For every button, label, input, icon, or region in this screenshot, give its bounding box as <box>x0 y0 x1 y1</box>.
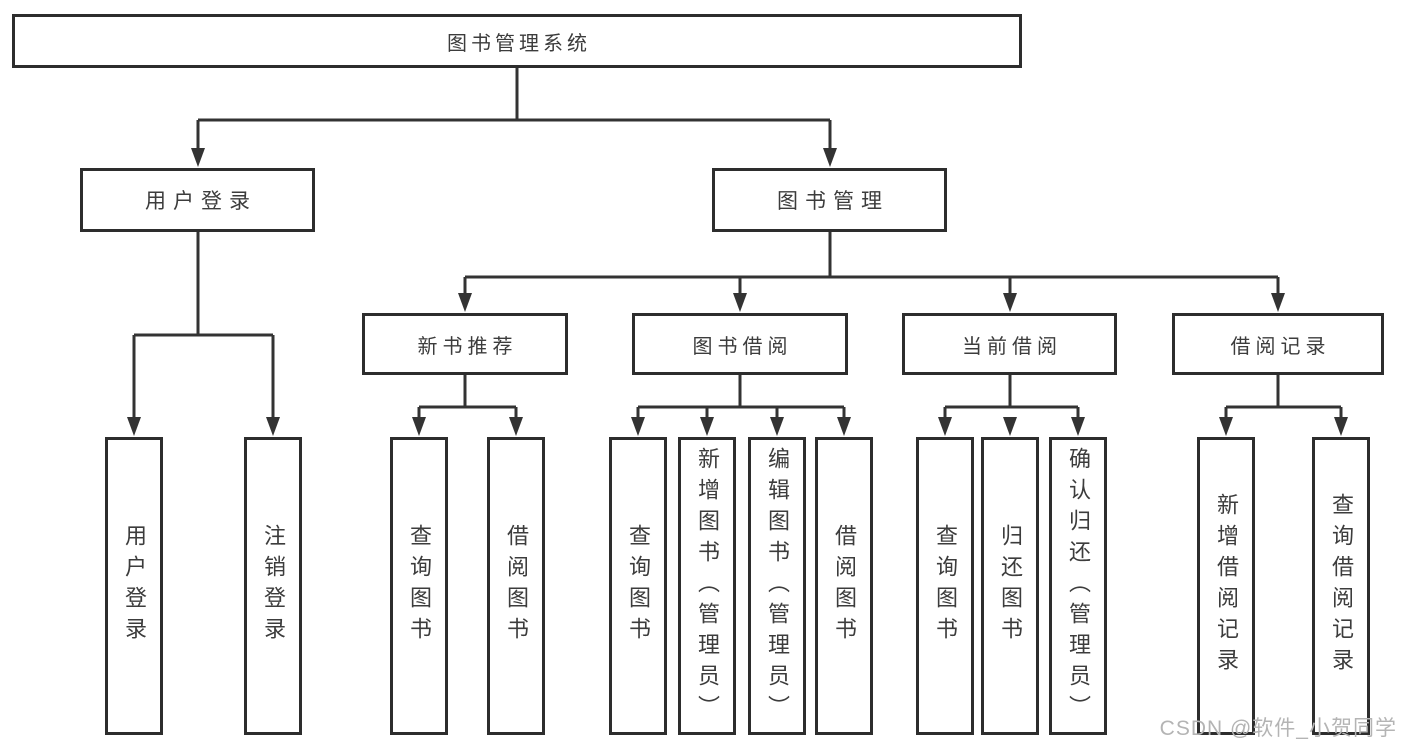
node-library-system-label: 图书管理系统 <box>447 32 591 55</box>
node-borrow-records: 借阅记录 <box>1172 313 1384 375</box>
leaf-user-login-label: 用户登录 <box>122 524 147 648</box>
node-current-borrowing-label: 当前借阅 <box>962 335 1062 358</box>
leaf-user-login: 用户登录 <box>105 437 163 735</box>
leaf-bb-edit-book-admin: 编辑图书（管理员） <box>748 437 806 735</box>
node-new-book-recommend-label: 新书推荐 <box>417 335 518 358</box>
leaf-bb-borrow-books-label: 借阅图书 <box>832 524 857 648</box>
leaf-nb-borrow-books: 借阅图书 <box>487 437 545 735</box>
node-book-borrowing-label: 图书借阅 <box>692 335 793 358</box>
leaf-cb-query-books: 查询图书 <box>916 437 974 735</box>
node-user-login: 用户登录 <box>80 168 315 232</box>
leaf-bb-query-books: 查询图书 <box>609 437 667 735</box>
leaf-nb-query-books-label: 查询图书 <box>407 524 432 648</box>
leaf-br-add-borrow-record-label: 新增借阅记录 <box>1214 493 1239 679</box>
leaf-bb-add-book-admin-label: 新增图书（管理员） <box>695 446 720 726</box>
node-book-management-label: 图书管理 <box>777 190 889 213</box>
leaf-logout-login-label: 注销登录 <box>261 524 286 648</box>
watermark: CSDN @软件_小贺同学 <box>1159 717 1397 740</box>
leaf-bb-add-book-admin: 新增图书（管理员） <box>678 437 736 735</box>
leaf-br-query-borrow-record-label: 查询借阅记录 <box>1329 493 1354 679</box>
leaf-cb-query-books-label: 查询图书 <box>933 524 958 648</box>
leaf-bb-edit-book-admin-label: 编辑图书（管理员） <box>765 446 790 726</box>
node-borrow-records-label: 借阅记录 <box>1230 335 1331 358</box>
leaf-cb-return-books-label: 归还图书 <box>998 524 1023 648</box>
leaf-cb-return-books: 归还图书 <box>981 437 1039 735</box>
leaf-br-query-borrow-record: 查询借阅记录 <box>1312 437 1370 735</box>
leaf-bb-borrow-books: 借阅图书 <box>815 437 873 735</box>
leaf-nb-borrow-books-label: 借阅图书 <box>504 524 529 648</box>
node-new-book-recommend: 新书推荐 <box>362 313 568 375</box>
leaf-nb-query-books: 查询图书 <box>390 437 448 735</box>
node-library-system: 图书管理系统 <box>12 14 1022 68</box>
node-book-management: 图书管理 <box>712 168 947 232</box>
leaf-cb-confirm-return-admin: 确认归还（管理员） <box>1049 437 1107 735</box>
node-current-borrowing: 当前借阅 <box>902 313 1117 375</box>
leaf-bb-query-books-label: 查询图书 <box>626 524 651 648</box>
node-user-login-label: 用户登录 <box>145 190 257 213</box>
node-book-borrowing: 图书借阅 <box>632 313 848 375</box>
leaf-logout-login: 注销登录 <box>244 437 302 735</box>
leaf-br-add-borrow-record: 新增借阅记录 <box>1197 437 1255 735</box>
leaf-cb-confirm-return-admin-label: 确认归还（管理员） <box>1066 446 1091 726</box>
